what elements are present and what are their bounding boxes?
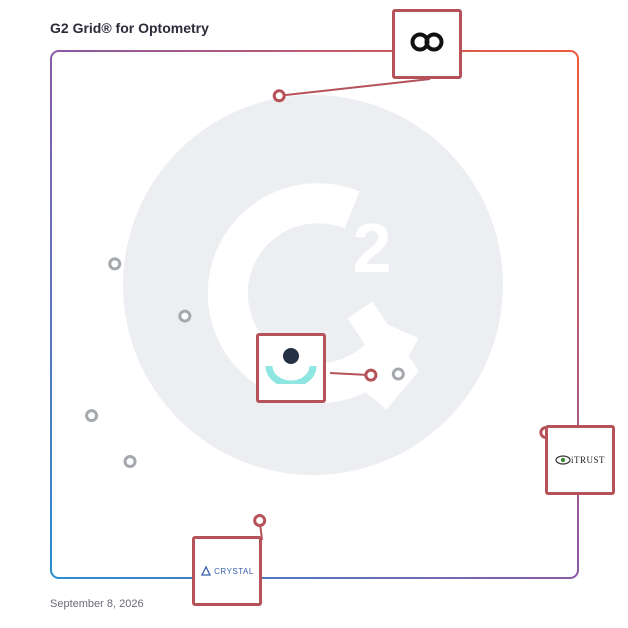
vendor-logo-box[interactable] (256, 333, 326, 403)
chart-title: G2 Grid® for Optometry (50, 20, 209, 36)
vendor-logo-box[interactable]: iTRUST (545, 425, 615, 495)
svg-text:2: 2 (353, 209, 392, 287)
vendor-logo-box[interactable] (392, 9, 462, 79)
vendor-point-highlighted[interactable] (364, 368, 378, 382)
vendor-point-highlighted[interactable] (272, 89, 286, 103)
itrust-logo: iTRUST (555, 455, 605, 465)
crystal-logo: CRYSTAL (200, 565, 254, 577)
vendor-connector-line (279, 78, 431, 97)
vendor-logo-box[interactable]: CRYSTAL (192, 536, 262, 606)
vendor-point[interactable] (391, 367, 405, 381)
g2-watermark-icon: 2 (123, 95, 503, 475)
vendor-connector-line (329, 372, 371, 377)
infinity-logo (410, 32, 444, 57)
vendor-point[interactable] (85, 409, 99, 423)
grid-date: September 8, 2026 (50, 598, 144, 610)
vendor-point-highlighted[interactable] (253, 514, 267, 528)
vendor-point[interactable] (123, 455, 137, 469)
eye-arc-logo (263, 347, 319, 389)
vendor-point[interactable] (108, 257, 122, 271)
crystal-logo-text: CRYSTAL (214, 566, 254, 576)
itrust-logo-text: iTRUST (570, 455, 605, 465)
vendor-point[interactable] (178, 309, 192, 323)
